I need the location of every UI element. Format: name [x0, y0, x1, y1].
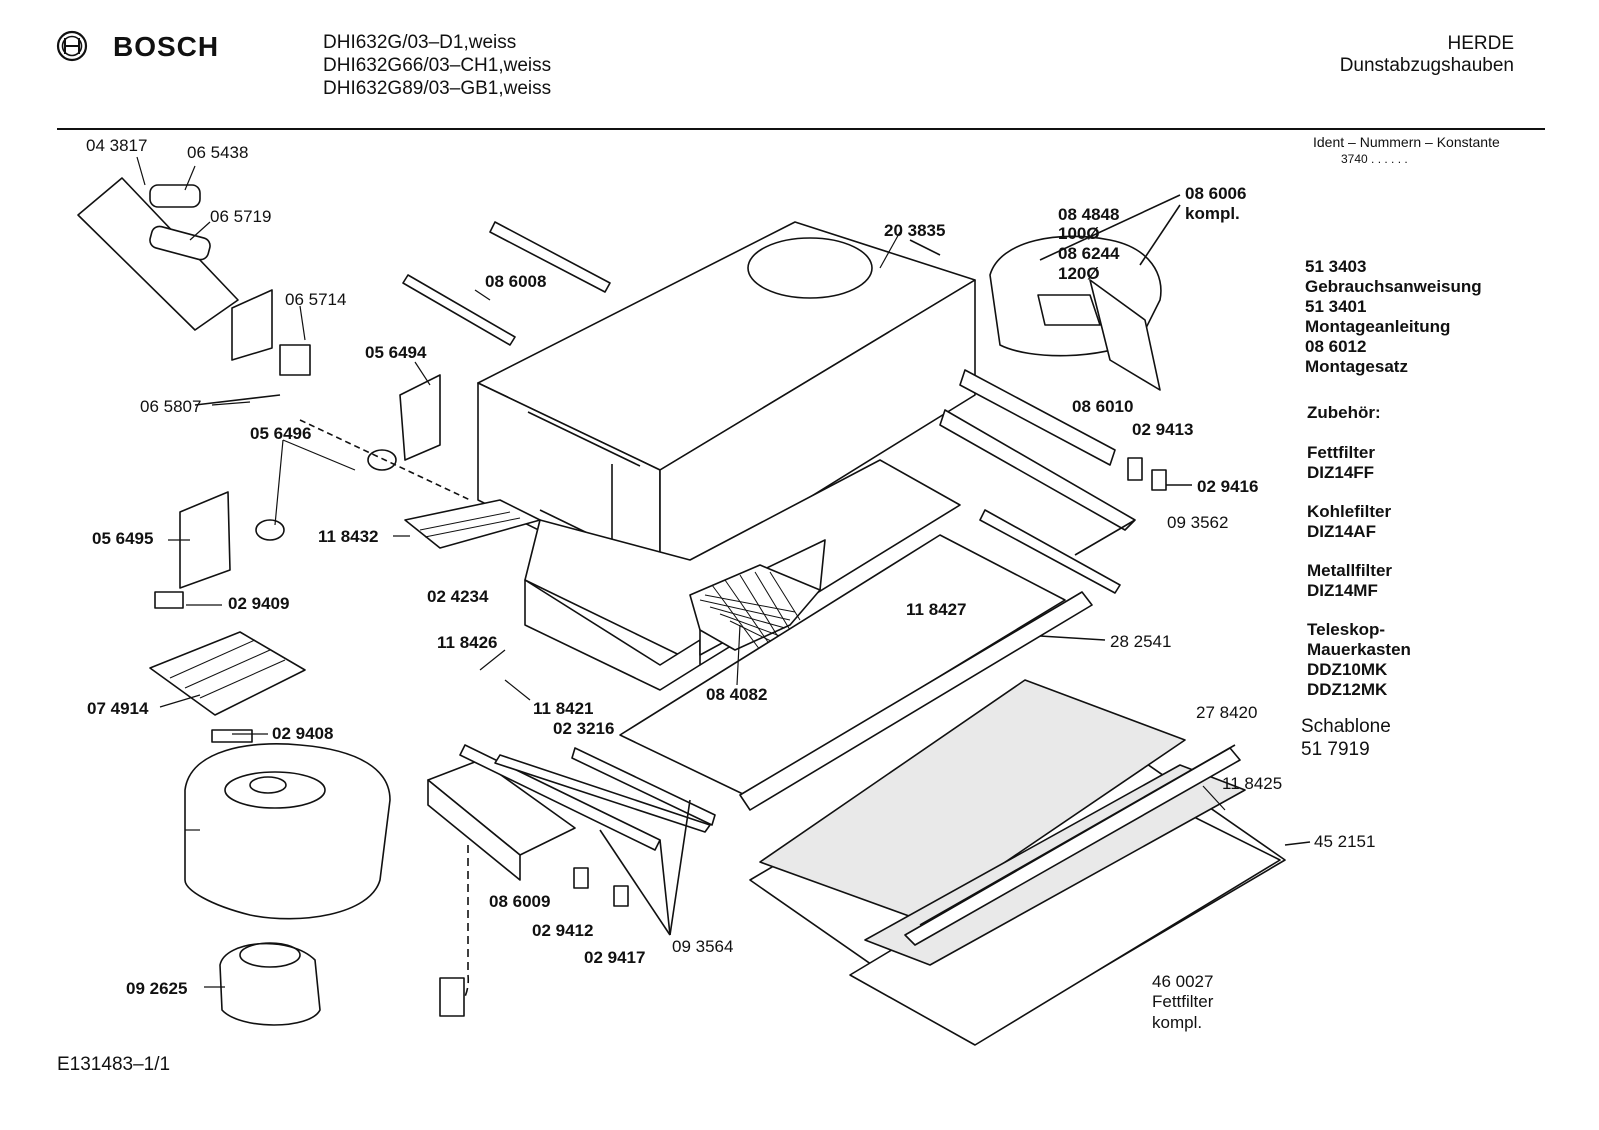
part-label-056494: 05 6494	[365, 343, 427, 362]
bosch-logo-mark	[56, 30, 88, 62]
part-label-074914: 07 4914	[87, 699, 149, 718]
part-label-065719: 06 5719	[210, 207, 272, 226]
part-label-029412: 02 9412	[532, 921, 594, 940]
fan-motor-092625	[219, 942, 321, 1026]
part-label-kompl: kompl.	[1185, 204, 1240, 223]
model-line: DHI632G89/03–GB1,weiss	[323, 78, 552, 99]
part-label-086244: 08 6244	[1058, 244, 1120, 263]
part-label-kompl-2: kompl.	[1152, 1013, 1203, 1032]
brand-name: BOSCH	[113, 31, 220, 62]
model-list: DHI632G/03–D1,weiss DHI632G66/03–CH1,wei…	[323, 31, 551, 100]
sidebar-item: Teleskop-	[1307, 620, 1386, 639]
lamp-grille-074914	[149, 631, 306, 716]
part-label-086008: 08 6008	[485, 272, 547, 291]
part-label-093564: 09 3564	[672, 937, 734, 956]
side-rails	[939, 369, 1136, 594]
part-label-084082: 08 4082	[706, 685, 768, 704]
template-number: 51 7919	[1301, 739, 1370, 760]
part-label-452151: 45 2151	[1314, 832, 1376, 851]
switches-029412	[573, 867, 629, 907]
part-label-120: 120Ø	[1058, 264, 1100, 283]
part-label-093562: 09 3562	[1167, 513, 1229, 532]
mounting-brackets-086008	[402, 221, 611, 346]
leader-lines	[136, 156, 1226, 988]
ident-value: 3740 . . . . . .	[1341, 152, 1408, 166]
part-label-084848: 08 4848	[1058, 205, 1120, 224]
part-label-278420: 27 8420	[1196, 703, 1258, 722]
sidebar-item: DIZ14FF	[1307, 463, 1375, 482]
lamp-holder	[154, 374, 471, 609]
sidebar-item: Mauerkasten	[1307, 640, 1411, 659]
sidebar-item: Fettfilter	[1307, 443, 1375, 462]
part-label-023216: 02 3216	[553, 719, 615, 738]
duct-adapter-086006	[989, 194, 1181, 391]
switch-assembly	[77, 177, 311, 406]
part-label-fettfilter: Fettfilter	[1152, 992, 1214, 1011]
part-label-024234: 02 4234	[427, 587, 489, 606]
part-label-056496: 05 6496	[250, 424, 312, 443]
sidebar-item: Montageanleitung	[1305, 317, 1451, 336]
model-line: DHI632G66/03–CH1,weiss	[323, 55, 552, 76]
category-block: HERDE Dunstabzugshauben	[1340, 33, 1514, 77]
sidebar-item: DDZ12MK	[1307, 680, 1388, 699]
part-label-092625: 09 2625	[126, 979, 188, 998]
part-label-065714: 06 5714	[285, 290, 347, 309]
part-label-203835: 20 3835	[884, 221, 946, 240]
part-label-118432: 11 8432	[318, 527, 379, 546]
clips-029413	[1127, 457, 1192, 491]
part-label-100: 100Ø	[1058, 224, 1100, 243]
sidebar-item: Gebrauchsanweisung	[1305, 277, 1482, 296]
part-label-029409: 02 9409	[228, 594, 290, 613]
front-panel-118427	[619, 534, 1066, 796]
part-label-282541: 28 2541	[1110, 632, 1172, 651]
part-label-118425: 11 8425	[1222, 774, 1283, 793]
rail-278420	[904, 747, 1241, 946]
sidebar-item: Metallfilter	[1307, 561, 1393, 580]
part-label-029413: 02 9413	[1132, 420, 1194, 439]
part-label-086009: 08 6009	[489, 892, 551, 911]
part-label-118427: 11 8427	[906, 600, 967, 619]
part-label-086010: 08 6010	[1072, 397, 1134, 416]
sidebar-item: 51 3401	[1305, 297, 1367, 316]
part-label-460027: 46 0027	[1152, 972, 1214, 991]
part-label-056495: 05 6495	[92, 529, 154, 548]
header-divider	[57, 128, 1545, 130]
control-bar-086009	[427, 759, 576, 1017]
sidebar-item: 08 6012	[1305, 337, 1367, 356]
sidebar-item: DIZ14AF	[1307, 522, 1376, 541]
part-label-029408: 02 9408	[272, 724, 334, 743]
drawing-id: E131483–1/1	[57, 1054, 171, 1075]
sidebar-item: Montagesatz	[1305, 357, 1408, 376]
part-label-065807: 06 5807	[140, 397, 202, 416]
sidebar-item: 51 3403	[1305, 257, 1367, 276]
part-label-029416: 02 9416	[1197, 477, 1259, 496]
filter-cover-118432	[404, 499, 541, 549]
part-label-065438: 06 5438	[187, 143, 249, 162]
model-line: DHI632G/03–D1,weiss	[323, 32, 517, 53]
sidebar-item: DDZ10MK	[1307, 660, 1388, 679]
subcategory: Dunstabzugshauben	[1339, 55, 1514, 76]
sidebar-item: DIZ14MF	[1307, 581, 1378, 600]
ident-label: Ident – Nummern – Konstante	[1313, 134, 1500, 150]
sidebar-item: Kohlefilter	[1307, 502, 1392, 521]
rail-282541	[739, 591, 1106, 811]
slide-rails-093564	[459, 744, 716, 936]
part-label-118426: 11 8426	[437, 633, 498, 652]
sidebar-item: Zubehör:	[1307, 403, 1381, 422]
part-label-118421: 11 8421	[533, 699, 594, 718]
hood-housing	[477, 221, 976, 591]
category: HERDE	[1447, 33, 1514, 54]
template-label: Schablone	[1301, 716, 1391, 737]
filter-grille-084082	[689, 564, 821, 651]
part-label-029417: 02 9417	[584, 948, 646, 967]
fan-housing	[184, 729, 391, 920]
part-label-043817: 04 3817	[86, 136, 148, 155]
part-label-086006: 08 6006	[1185, 184, 1247, 203]
